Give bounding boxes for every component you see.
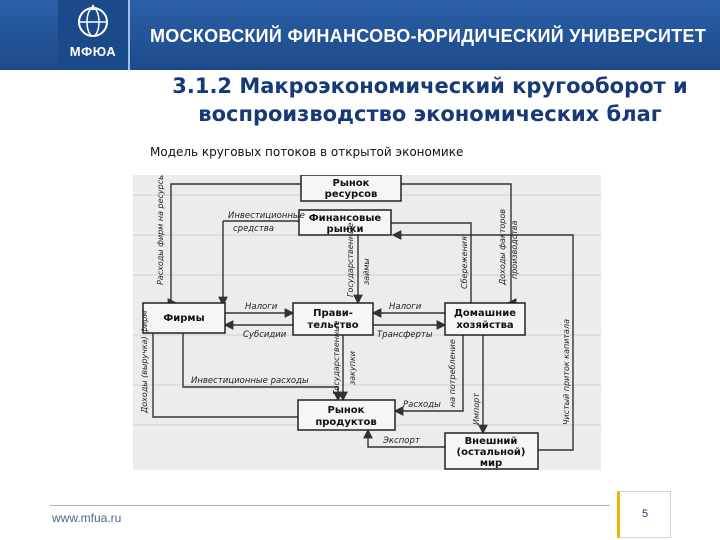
households-line-2: хозяйства (456, 320, 513, 331)
university-logo[interactable]: МФЮА (58, 0, 130, 70)
box-resources-market (300, 174, 402, 202)
label-exports: Экспорт (382, 436, 421, 446)
label-gov-purchases-1: Государственные (332, 321, 341, 395)
label-imports: Импорт (472, 393, 481, 425)
label-factor-income-1: Доходы факторов (498, 209, 507, 286)
government-line-2: тельство (307, 320, 358, 331)
label-gov-borrowing-2: займы (362, 258, 371, 285)
slide-subtitle: Модель круговых потоков в открытой эконо… (150, 145, 464, 159)
foreign-world-line-2: (остальной) (457, 447, 526, 458)
financial-markets-line-1: Финансовые (309, 213, 382, 224)
label-taxes-left: Налоги (245, 302, 278, 312)
footer-divider (50, 505, 610, 506)
arrow-net-capital (391, 230, 574, 451)
label-gov-purchases-2: закупки (348, 351, 357, 385)
government-line-1: Прави- (313, 308, 353, 319)
label-subsidies: Субсидии (243, 330, 287, 340)
foreign-world-line-3: мир (480, 458, 502, 469)
label-net-capital: Чистый приток капитала (562, 319, 571, 425)
resources-market-line-2: ресурсов (325, 189, 378, 200)
resources-market-line-1: Рынок (333, 178, 370, 189)
label-factor-income-2: производства (510, 220, 519, 279)
firms-label: Фирмы (163, 313, 204, 324)
box-products-market (297, 399, 396, 431)
label-firm-expenses: Расходы фирм на ресурсы (156, 175, 165, 285)
university-name: МОСКОВСКИЙ ФИНАНСОВО-ЮРИДИЧЕСКИЙ УНИВЕРС… (150, 26, 707, 46)
households-line-1: Домашние (454, 308, 516, 319)
circular-flow-diagram: Рынок ресурсов Финансовые рынки Фирмы Пр… (133, 174, 601, 470)
products-market-line-2: продуктов (315, 417, 376, 428)
label-investment-funds-1: Инвестиционные (228, 211, 305, 221)
label-transfers: Трансферты (377, 330, 433, 340)
box-financial-markets (298, 209, 392, 236)
slide-title-line-1: 3.1.2 Макроэкономический кругооборот и (172, 74, 688, 98)
label-firm-income: Доходы (выручка) фирм (140, 311, 149, 414)
globe-emblem-icon (78, 4, 108, 37)
arrow-exports (363, 428, 445, 448)
label-savings: Сбережения (460, 236, 469, 289)
box-government (292, 302, 374, 336)
arrow-consumption (393, 335, 464, 416)
label-consumption-1: Расходы (403, 400, 441, 410)
financial-markets-line-2: рынки (327, 224, 364, 235)
arrow-investment-spending (182, 333, 343, 402)
box-households (444, 302, 526, 336)
slide-title-line-2: воспроизводство экономических благ (198, 102, 662, 126)
footer-url-link[interactable]: www.mfua.ru (52, 511, 122, 525)
slide-title: 3.1.2 Макроэкономический кругооборот и в… (150, 72, 710, 128)
page-number-box: 5 (617, 491, 671, 538)
page-number: 5 (641, 508, 649, 520)
label-gov-borrowing-1: Государственные (346, 223, 355, 297)
diagram-canvas: Рынок ресурсов Финансовые рынки Фирмы Пр… (133, 174, 601, 470)
products-market-line-1: Рынок (328, 405, 365, 416)
foreign-world-line-1: Внешний (465, 436, 518, 447)
box-firms (142, 302, 226, 334)
arrow-savings (369, 218, 472, 303)
label-consumption-2: на потребление (448, 339, 457, 407)
box-foreign-world (444, 432, 539, 470)
label-investment-funds-2: средства (233, 224, 274, 234)
logo-text: МФЮА (69, 44, 117, 59)
label-taxes-right: Налоги (389, 302, 422, 312)
label-investment-spending: Инвестиционные расходы (191, 376, 309, 386)
header-bar: МФЮА МОСКОВСКИЙ ФИНАНСОВО-ЮРИДИЧЕСКИЙ УН… (0, 0, 720, 70)
